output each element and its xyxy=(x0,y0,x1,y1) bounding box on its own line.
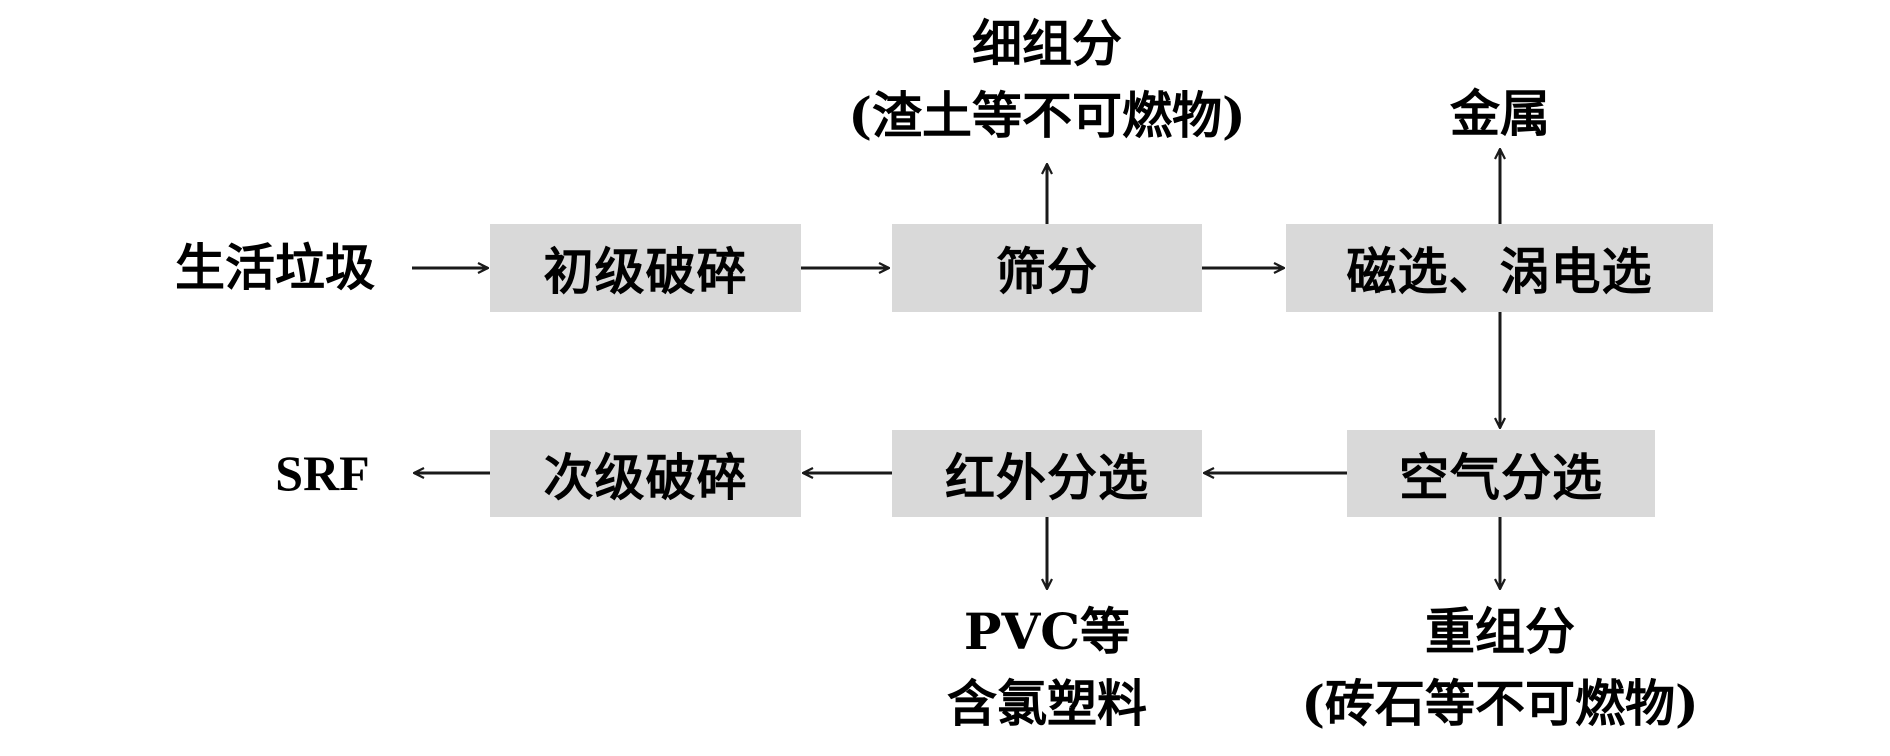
fines-line2: (渣土等不可燃物) xyxy=(848,86,1246,145)
step-magnetic-eddy-current: 磁选、涡电选 xyxy=(1286,224,1713,312)
pvc-line2: 含氯塑料 xyxy=(947,674,1147,733)
pvc-output-label: PVC等 含氯塑料 xyxy=(897,596,1197,740)
step-air-classification: 空气分选 xyxy=(1347,430,1655,517)
step-label: 红外分选 xyxy=(945,447,1149,507)
step-primary-shredding: 初级破碎 xyxy=(490,224,801,312)
heavy-line2: (砖石等不可燃物) xyxy=(1301,674,1699,733)
fines-line1: 细组分 xyxy=(972,14,1122,73)
input-label: 生活垃圾 xyxy=(175,238,375,297)
pvc-line1: PVC等 xyxy=(963,602,1131,661)
step-screening: 筛分 xyxy=(892,224,1202,312)
step-label: 空气分选 xyxy=(1399,447,1603,507)
step-infrared-sorting: 红外分选 xyxy=(892,430,1202,517)
step-label: 筛分 xyxy=(996,242,1098,301)
heavy-line1: 重组分 xyxy=(1425,602,1575,661)
step-label: 磁选、涡电选 xyxy=(1346,242,1653,301)
output-label: SRF xyxy=(275,445,370,501)
fines-output-label: 细组分 (渣土等不可燃物) xyxy=(797,8,1297,152)
metals-output-label: 金属 xyxy=(1450,84,1550,143)
step-secondary-shredding: 次级破碎 xyxy=(490,430,801,517)
step-label: 次级破碎 xyxy=(543,447,748,507)
step-label: 初级破碎 xyxy=(543,242,748,301)
heavy-output-label: 重组分 (砖石等不可燃物) xyxy=(1250,596,1750,740)
